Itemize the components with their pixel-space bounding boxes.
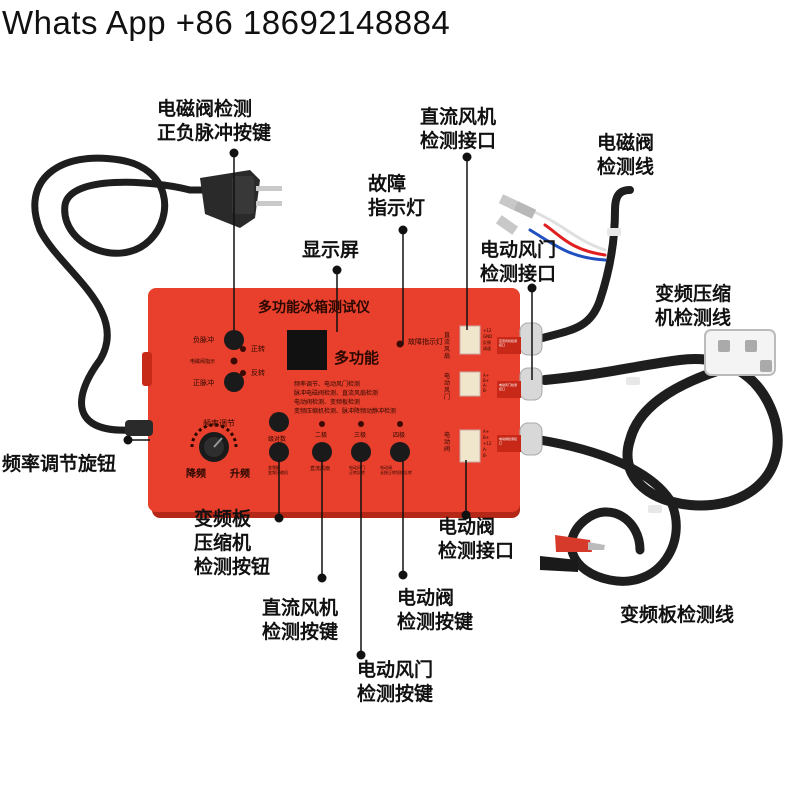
frequency-knob[interactable] [190, 423, 238, 462]
callout-solenoid-wire: 电磁阀检测线 [597, 132, 655, 178]
cable-ties [607, 228, 662, 513]
callout-valve-port: 电动阀检测接口 [438, 516, 515, 562]
solenoid-indicator-label: 电磁阀指示 [190, 359, 216, 365]
leader-dots [123, 148, 537, 660]
pos-pulse-label: 正脉冲 [193, 379, 214, 387]
grade-count-button[interactable] [269, 412, 289, 432]
callout-dc-fan-button: 直流风机检测按键 [262, 597, 339, 643]
grade-count-label: 级对数 [268, 436, 287, 443]
grade-4-label: 四极 [393, 432, 406, 439]
inverter-board-cable [535, 435, 681, 586]
device-title: 多功能冰箱测试仪 [258, 300, 370, 316]
callout-solenoid-button: 电磁阀检测正负脉冲按键 [157, 98, 272, 144]
forward-label: 正转 [251, 345, 265, 353]
port-tags [497, 337, 521, 452]
damper-label: 电动风门 正转反转 [349, 465, 365, 475]
grade-4-led [397, 421, 403, 427]
port-fan-label: 直流风扇 [444, 332, 451, 360]
alligator-clip-red [555, 535, 605, 552]
valve-port[interactable] [459, 429, 481, 463]
valve-button[interactable] [390, 442, 410, 462]
inverter-board-label: 变频板 变频压缩机 [268, 465, 288, 475]
watermark-text: Whats App +86 18692148884 [2, 4, 451, 41]
device-buttons [224, 330, 410, 462]
callout-inverter-board-button: 变频板压缩机检测按钮 [194, 508, 271, 578]
port-damper-label: 电动风门 [444, 373, 451, 401]
grade-2-label: 二极 [315, 432, 328, 439]
solenoid-indicator-led [230, 357, 238, 365]
callout-damper-port: 电动风门检测接口 [480, 239, 557, 285]
callout-dc-fan-port: 直流风机检测接口 [420, 106, 497, 152]
freq-title: 频率调节 [203, 419, 235, 428]
damper-button[interactable] [351, 442, 371, 462]
port-connectors [459, 325, 481, 463]
dc-fan-button[interactable] [312, 442, 332, 462]
callout-display: 显示屏 [302, 239, 360, 261]
port-damper-pins: A+B+A-B- [483, 373, 490, 393]
neg-pulse-label: 负脉冲 [193, 336, 214, 344]
reverse-label: 反转 [251, 369, 265, 377]
port-tag-fan: 直流风机检测接口 [499, 339, 518, 347]
callout-freq-knob: 频率调节旋钮 [2, 453, 117, 475]
port-tag-valve: 电动阀检测接口 [499, 437, 518, 445]
neg-pulse-button[interactable] [224, 330, 244, 350]
leader-lines [128, 153, 533, 655]
solenoid-cable [528, 186, 634, 344]
reverse-led [240, 370, 246, 376]
grade-3-label: 三极 [354, 432, 367, 439]
callout-inverter-board-wire: 变频板检测线 [620, 604, 735, 626]
solenoid-terminals [495, 194, 537, 235]
grade-2-led [319, 421, 325, 427]
dc-fan-port[interactable] [459, 325, 481, 355]
compressor-connector [704, 329, 776, 376]
callout-inverter-compressor-wire: 变频压缩机检测线 [655, 283, 732, 329]
callout-fault-light: 故障指示灯 [368, 173, 426, 219]
power-plug [200, 170, 282, 228]
freq-up-label: 升频 [230, 469, 250, 480]
port-valve-label: 电动阀 [444, 432, 451, 453]
compressor-cable [540, 354, 783, 511]
grade-3-led [358, 421, 364, 427]
display-screen [287, 330, 327, 370]
inverter-board-button[interactable] [269, 442, 289, 462]
fault-indicator-label: 故障指示灯 [408, 338, 443, 346]
port-tag-damper: 电动风门检测接口 [499, 383, 518, 391]
fault-led [396, 340, 404, 348]
freq-down-label: 降频 [186, 469, 206, 480]
forward-led [240, 346, 246, 352]
callout-damper-button: 电动风门检测按键 [357, 659, 434, 705]
dc-fan-label: 直流风扇 [310, 466, 331, 472]
display-brand: 多功能 [334, 349, 380, 367]
device-description: 频率调节、电动风门检测 脉冲电磁阀检测、直流风扇检测 电动阀检测、变频板检测 变… [294, 381, 397, 415]
damper-port[interactable] [459, 371, 481, 397]
pos-pulse-button[interactable] [224, 372, 244, 392]
valve-label: 电动阀 长按正转短按反转 [380, 465, 412, 475]
alligator-clip-black [540, 556, 578, 572]
port-glands [519, 322, 543, 456]
callout-valve-button: 电动阀检测按键 [397, 587, 474, 633]
